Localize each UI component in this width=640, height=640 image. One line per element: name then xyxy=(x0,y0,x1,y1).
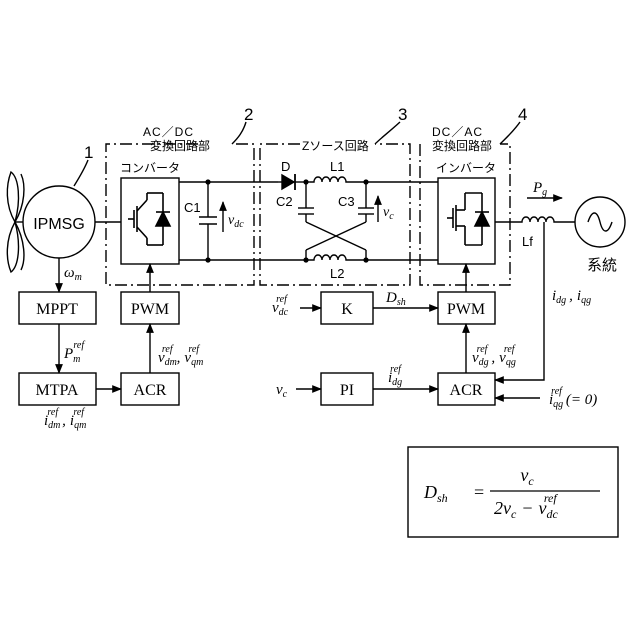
acr-right-label: ACR xyxy=(450,382,483,399)
converter-box xyxy=(121,178,179,264)
l1-label: L1 xyxy=(330,159,344,174)
pwm-right-label: PWM xyxy=(447,301,485,318)
ref4-leader xyxy=(500,122,520,144)
omega-label: ωm xyxy=(64,265,82,283)
converter-label: コンバータ xyxy=(120,161,180,175)
ref2-leader xyxy=(232,122,246,144)
vc-cap-label: vc xyxy=(383,205,394,222)
c3-label: C3 xyxy=(338,194,355,209)
idg-ref-label: idgref xyxy=(388,364,402,388)
section-zsource-title: Zソース回路 xyxy=(302,138,369,153)
ref-4: 4 xyxy=(518,105,527,124)
formula-eq: = xyxy=(474,482,484,502)
formula-lhs: Dsh xyxy=(423,482,448,505)
ref-3: 3 xyxy=(398,105,407,124)
mtpa-label: MTPA xyxy=(36,382,79,399)
c1-label: C1 xyxy=(184,200,201,215)
k-label: K xyxy=(341,301,353,318)
inductor-l2 xyxy=(300,255,438,260)
d-label: D xyxy=(281,159,290,174)
section-acdc-title-1: AC／DC xyxy=(143,125,194,139)
lf-label: Lf xyxy=(522,234,533,249)
idg-iqg-feedback-label: idg,iqg xyxy=(552,288,591,306)
dsh-label: Dsh xyxy=(385,290,406,308)
acr-left-label: ACR xyxy=(134,382,167,399)
section-acdc-title-2: 変換回路部 xyxy=(150,138,210,153)
inverter-label: インバータ xyxy=(436,161,496,175)
zsource-cross-connection xyxy=(306,222,366,260)
grid-sine-icon xyxy=(588,213,612,231)
section-dcac-title-1: DC／AC xyxy=(432,125,483,139)
mppt-label: MPPT xyxy=(36,301,78,318)
ref1-leader xyxy=(74,160,88,186)
pi-label: PI xyxy=(340,382,354,399)
capacitor-c1 xyxy=(199,182,217,260)
capacitor-c3 xyxy=(358,182,374,222)
formula-numerator: vc xyxy=(520,465,534,488)
vdg-vqg-ref-label: vdgref,vqgref xyxy=(472,344,516,368)
ref-2: 2 xyxy=(244,105,253,124)
turbine-blades xyxy=(7,172,24,272)
pm-ref-label: Pmref xyxy=(63,340,85,365)
iqg-ref-label: iqgref(= 0) xyxy=(549,386,597,410)
idm-iqm-ref-label: idmref,iqmref xyxy=(44,407,86,431)
pwm-left-label: PWM xyxy=(131,301,169,318)
inductor-lf xyxy=(495,217,575,222)
c2-label: C2 xyxy=(276,194,293,209)
vdc-ref-label: vdcref xyxy=(272,294,289,318)
generator-label: IPMSG xyxy=(33,216,85,233)
inverter-mosfet-symbol xyxy=(447,193,489,245)
pg-label: Pg xyxy=(532,180,547,198)
inductor-l1 xyxy=(310,177,438,182)
capacitor-c2 xyxy=(298,182,314,222)
section-dcac-title-2: 変換回路部 xyxy=(432,138,492,153)
ref-1: 1 xyxy=(84,143,93,162)
l2-label: L2 xyxy=(330,266,344,281)
dsh-formula: Dsh = vc 2vc−vdcref xyxy=(423,465,600,521)
grid-label: 系統 xyxy=(587,257,617,274)
formula-denominator: 2vc−vdcref xyxy=(494,491,558,521)
converter-igbt-symbol xyxy=(128,193,170,245)
vdm-vqm-ref-label: vdmref,vqmref xyxy=(158,344,203,368)
vdc-label: vdc xyxy=(228,213,244,230)
vc-input-label: vc xyxy=(276,382,288,400)
ref3-leader xyxy=(375,122,400,144)
